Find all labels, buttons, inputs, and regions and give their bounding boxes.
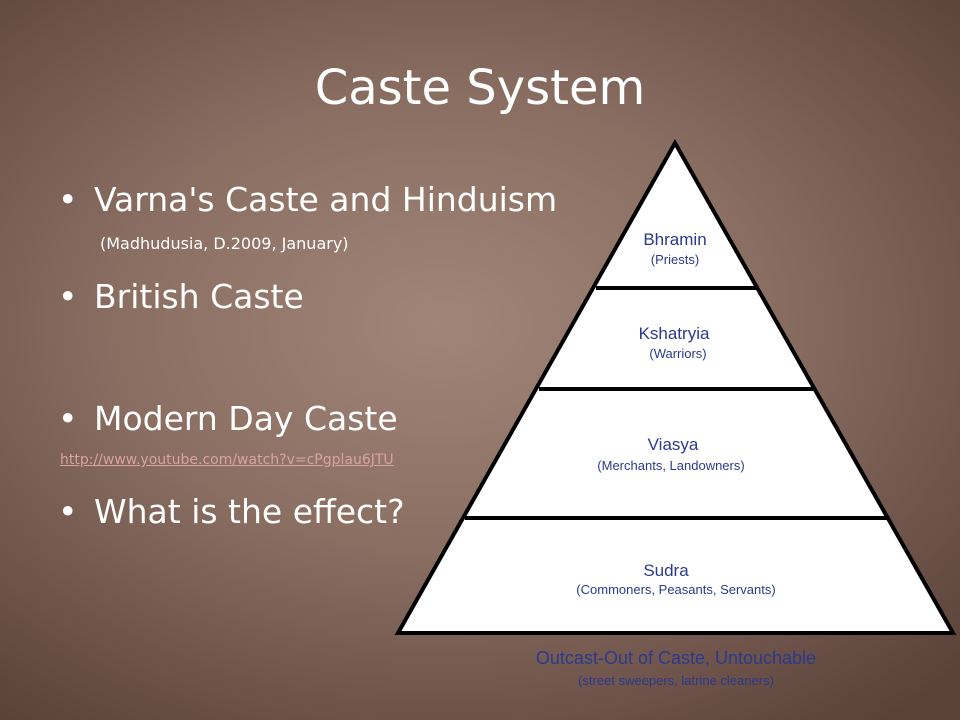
level-desc-viasya: (Merchants, Landowners) [597, 458, 744, 473]
bullet-dot: • [58, 277, 78, 316]
slide-title: Caste System [314, 60, 646, 116]
level-name-kshatryia: Kshatryia [639, 324, 710, 343]
outcast-desc: (street sweepers, latrine cleaners) [578, 673, 774, 688]
bullet-dot: • [58, 180, 78, 219]
bullet-text: What is the effect? [94, 492, 405, 531]
bullet-effect: • What is the effect? [58, 492, 405, 531]
level-name-viasya: Viasya [648, 435, 699, 454]
level-name-bhramin: Bhramin [643, 230, 706, 249]
bullet-dot: • [58, 399, 78, 438]
bullet-text: British Caste [94, 277, 304, 316]
level-name-sudra: Sudra [643, 561, 689, 580]
bullet-text: Modern Day Caste [94, 399, 398, 438]
level-desc-sudra: (Commoners, Peasants, Servants) [576, 582, 775, 597]
bullet-varna: • Varna's Caste and Hinduism [58, 180, 557, 219]
bullet-dot: • [58, 492, 78, 531]
level-desc-kshatryia: (Warriors) [649, 346, 706, 361]
level-desc-bhramin: (Priests) [651, 252, 699, 267]
citation-text: (Madhudusia, D.2009, January) [100, 234, 349, 253]
bullet-british: • British Caste [58, 277, 304, 316]
youtube-link[interactable]: http://www.youtube.com/watch?v=cPgplau6J… [60, 452, 394, 468]
bullet-modern: • Modern Day Caste [58, 399, 398, 438]
bullet-text: Varna's Caste and Hinduism [94, 180, 558, 219]
outcast-name: Outcast-Out of Caste, Untouchable [536, 648, 816, 668]
